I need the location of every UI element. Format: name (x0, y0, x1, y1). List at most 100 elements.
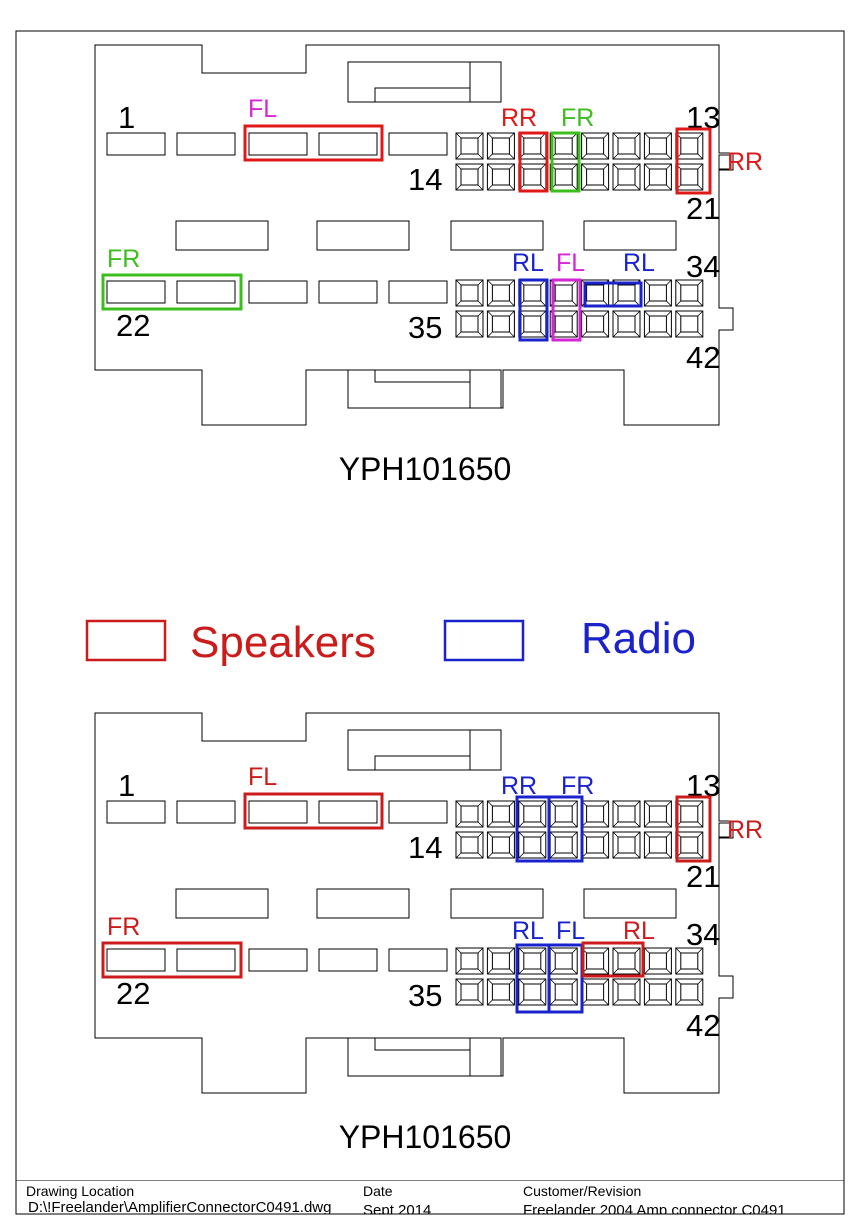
pin-number: 35 (408, 310, 442, 345)
highlight-box (243, 124, 384, 162)
signal-label-rr-top: RR (501, 104, 537, 132)
terminal-cell (612, 163, 641, 191)
pin-number: 22 (116, 976, 150, 1011)
terminal-cell (675, 831, 704, 859)
latch-bottom (374, 369, 471, 383)
signal-label-fr-top: FR (561, 104, 594, 132)
signal-label-rl-bot2: RL (623, 249, 655, 277)
latch-top (469, 729, 502, 771)
pin-number: 34 (686, 917, 720, 952)
highlight-box (518, 131, 549, 193)
terminal-cell (675, 310, 704, 338)
terminal-cell (612, 310, 641, 338)
large-pin-slot (106, 132, 166, 156)
terminal-cell (581, 978, 610, 1006)
terminal-cell (486, 279, 515, 307)
terminal-cell (518, 831, 547, 859)
pin-number: 34 (686, 249, 720, 284)
large-pin-slot (388, 800, 448, 824)
highlight-box (581, 941, 645, 978)
latch-bottom (469, 1037, 502, 1077)
large-pin-slot (106, 948, 166, 972)
terminal-cell (581, 132, 610, 160)
terminal-cell (643, 947, 672, 975)
signal-label-rl-bot1: RL (512, 917, 544, 945)
keying-slot (450, 220, 544, 251)
large-pin-slot (318, 132, 378, 156)
highlight-box (583, 281, 643, 308)
date-value: Sept 2014 (363, 1202, 431, 1219)
highlight-box (518, 278, 549, 342)
terminal-cell (675, 279, 704, 307)
terminal-cell (455, 947, 484, 975)
highlight-box (675, 795, 712, 863)
terminal-cell (612, 947, 641, 975)
latch-top (347, 729, 502, 771)
terminal-cell (455, 132, 484, 160)
pin-number: 21 (686, 859, 720, 894)
keying-slot (316, 220, 410, 251)
terminal-cell (549, 947, 578, 975)
large-pin-slot (176, 280, 236, 304)
keying-slot (175, 888, 269, 919)
terminal-cell (455, 310, 484, 338)
signal-label-rl-bot2: RL (623, 917, 655, 945)
terminal-cell (518, 310, 547, 338)
signal-label-rr-right: RR (727, 816, 763, 844)
highlight-box (550, 131, 581, 193)
terminal-cell (581, 947, 610, 975)
connector-housing-outline (94, 712, 734, 1094)
keying-slot (583, 220, 677, 251)
latch-top (347, 61, 502, 103)
terminal-cell (518, 163, 547, 191)
terminal-cell (675, 800, 704, 828)
large-pin-slot (248, 800, 308, 824)
large-pin-slot (176, 800, 236, 824)
signal-label-fr-top: FR (561, 772, 594, 800)
terminal-cell (518, 978, 547, 1006)
terminal-cell (518, 947, 547, 975)
terminal-cell (486, 978, 515, 1006)
terminal-cell (455, 831, 484, 859)
drawing-location-value: D:\!Freelander\AmplifierConnectorC0491.d… (28, 1199, 331, 1216)
terminal-cell (612, 132, 641, 160)
terminal-cell (486, 132, 515, 160)
terminal-cell (675, 163, 704, 191)
large-pin-slot (318, 280, 378, 304)
signal-label-fl-bot: FL (556, 917, 585, 945)
pin-number: 1 (118, 768, 135, 803)
terminal-cell (486, 163, 515, 191)
large-pin-slot (248, 132, 308, 156)
terminal-cell (486, 310, 515, 338)
terminal-cell (643, 800, 672, 828)
terminal-cell (643, 132, 672, 160)
terminal-cell (518, 279, 547, 307)
customer-revision-value: Freelander 2004 Amp connector C0491 (523, 1202, 786, 1219)
latch-bottom (374, 1037, 471, 1051)
pin-number: 42 (686, 1008, 720, 1043)
highlight-box (243, 792, 384, 830)
pin-number: 22 (116, 308, 150, 343)
terminal-cell (518, 132, 547, 160)
signal-label-fl-top: FL (248, 763, 277, 791)
terminal-cell (675, 947, 704, 975)
terminal-cell (581, 310, 610, 338)
large-pin-slot (248, 280, 308, 304)
drawing-location-label: Drawing Location (26, 1183, 134, 1199)
latch-top (374, 755, 471, 771)
highlight-box (551, 278, 582, 342)
legend-radio-swatch (443, 619, 525, 662)
sheet-border (15, 30, 845, 1215)
highlight-box (101, 273, 243, 311)
pin-number: 14 (408, 830, 442, 865)
legend: Speakers Radio (85, 614, 696, 667)
large-pin-slot (318, 948, 378, 972)
keying-slot (175, 220, 269, 251)
latch-bottom (469, 369, 502, 409)
terminal-cell (581, 831, 610, 859)
terminal-cell (612, 978, 641, 1006)
highlight-box (675, 127, 712, 195)
